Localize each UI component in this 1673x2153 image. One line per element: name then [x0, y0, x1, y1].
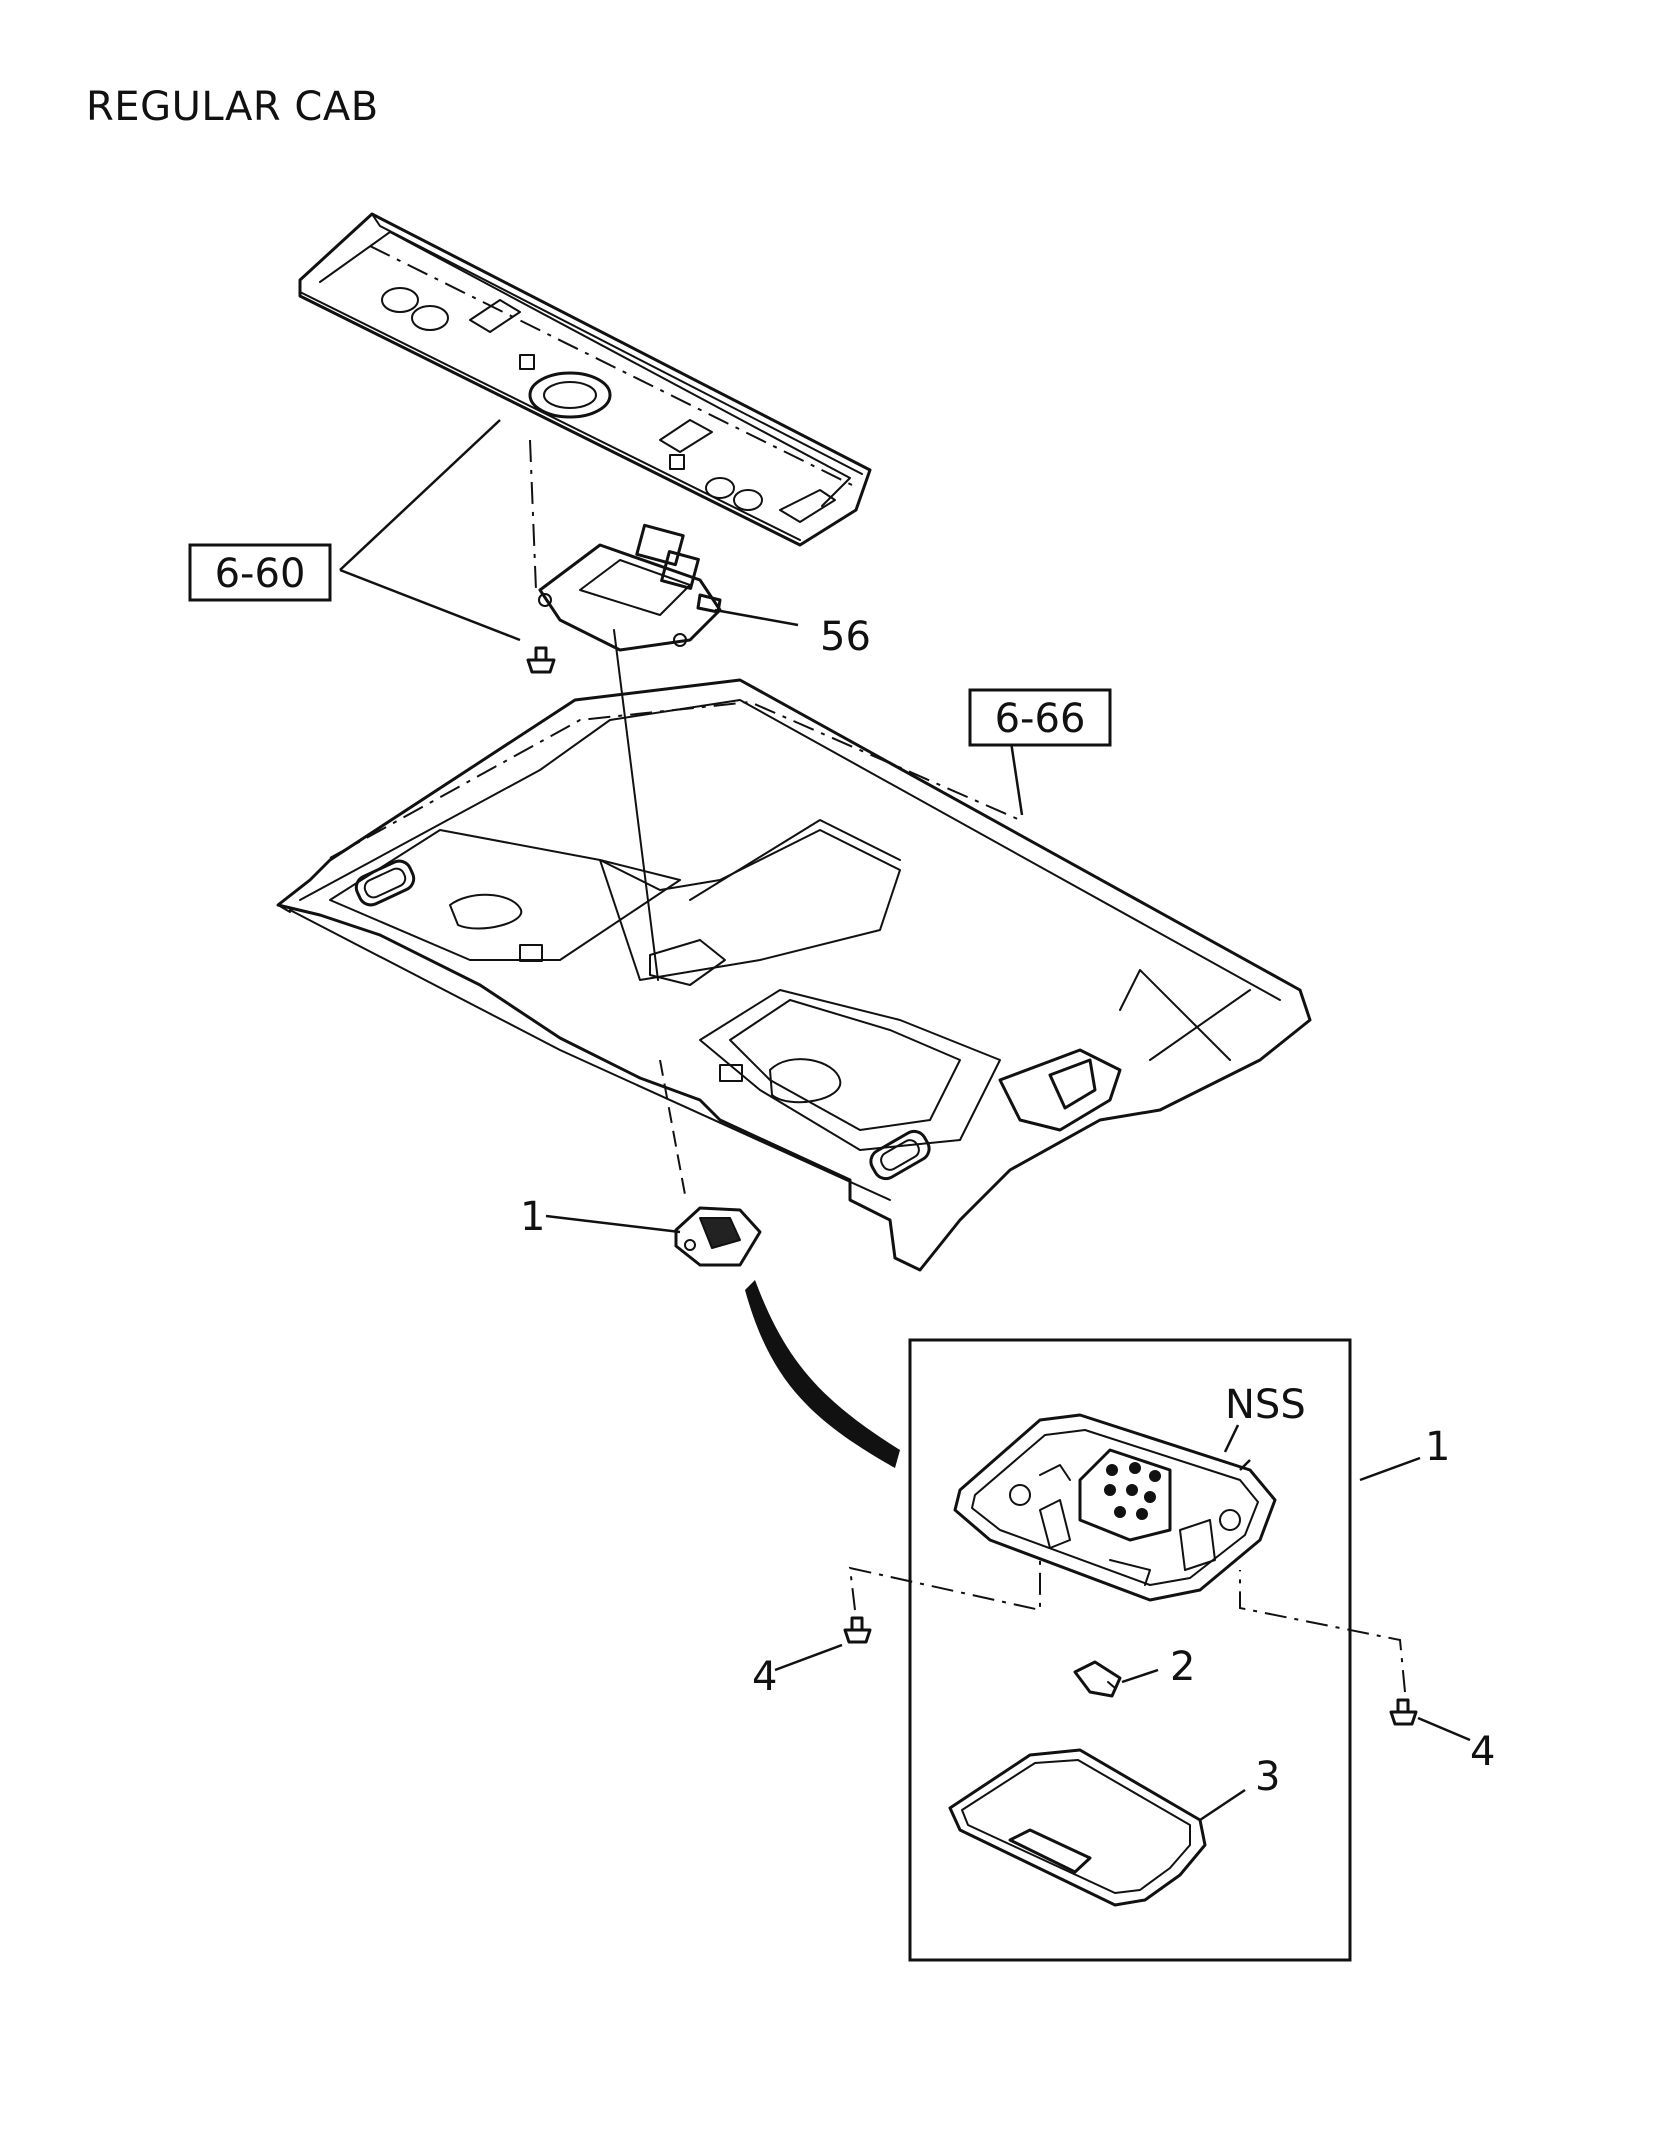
screw-icon: [1389, 1698, 1418, 1726]
leader-line: [339, 419, 501, 571]
reference-box-6-60: 6-60: [188, 543, 332, 602]
leader-line: [1359, 1456, 1421, 1482]
leader-line: [1223, 1424, 1240, 1453]
reference-box-6-66: 6-66: [968, 688, 1112, 747]
leader-line: [1199, 1788, 1246, 1822]
reference-6-60-label: 6-60: [215, 551, 306, 597]
leader-line: [714, 608, 799, 627]
dome-lamp-detail-illustration: [953, 1413, 1277, 1602]
callout-1-detail: 1: [1425, 1424, 1450, 1470]
dome-lamp-small-illustration: [674, 1206, 762, 1267]
pointer-arrow: [745, 1280, 900, 1468]
leader-line: [339, 568, 521, 642]
callout-3: 3: [1255, 1754, 1280, 1800]
leader-line: [774, 1643, 843, 1672]
bulb-illustration: [1073, 1660, 1122, 1698]
center-line: [1239, 1570, 1406, 1693]
center-line: [659, 1059, 687, 1201]
leader-line: [1417, 1716, 1471, 1742]
detail-view-frame: [908, 1338, 1352, 1962]
screw-icon: [843, 1616, 872, 1644]
center-line: [613, 629, 659, 981]
bracket-56-illustration: [538, 523, 722, 652]
callout-2: 2: [1170, 1644, 1195, 1690]
callout-1-main: 1: [520, 1194, 545, 1240]
leader-line: [1239, 1459, 1251, 1471]
screw-icon: [526, 646, 556, 674]
roof-rail-illustration: [298, 212, 872, 547]
leader-line: [545, 1214, 681, 1234]
center-line: [848, 1560, 1041, 1612]
callout-4-right: 4: [1470, 1729, 1495, 1775]
callout-56: 56: [820, 614, 871, 660]
page-title: REGULAR CAB: [86, 84, 379, 130]
lens-illustration: [948, 1748, 1207, 1907]
center-line: [529, 439, 537, 591]
reference-6-66-label: 6-66: [995, 696, 1086, 742]
callout-4-left: 4: [752, 1654, 777, 1700]
leader-line: [1121, 1668, 1159, 1684]
headliner-illustration: [276, 678, 1312, 1272]
nss-label: NSS: [1225, 1382, 1306, 1428]
